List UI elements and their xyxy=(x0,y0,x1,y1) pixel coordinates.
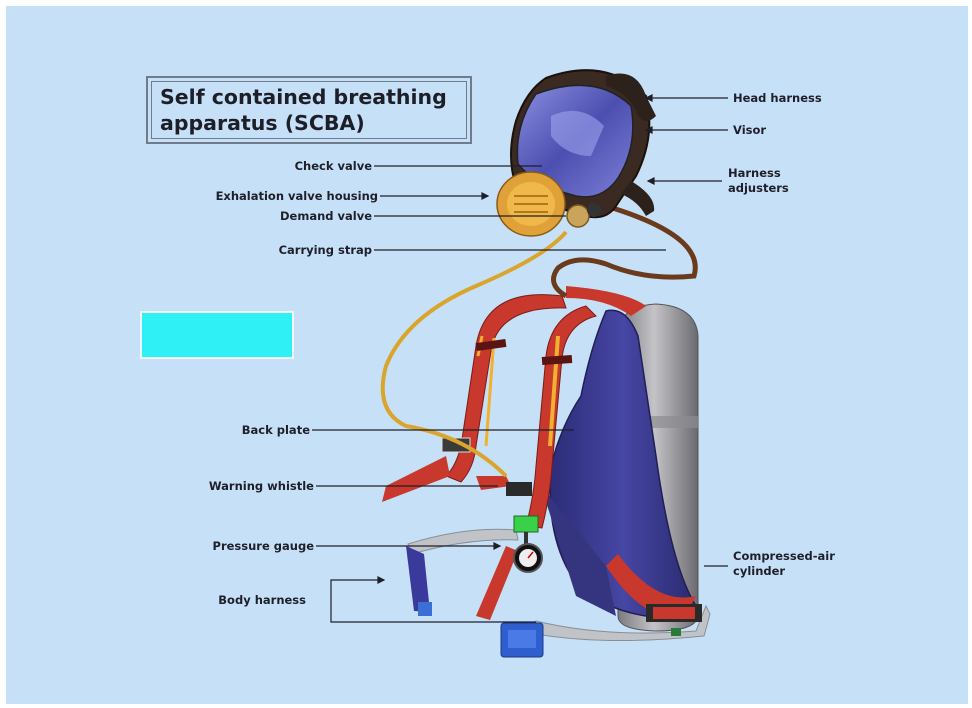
scba-illustration xyxy=(6,6,968,704)
label-demand-valve: Demand valve xyxy=(216,209,372,224)
label-head-harness: Head harness xyxy=(733,91,822,106)
label-carrying-strap: Carrying strap xyxy=(216,243,372,258)
label-visor: Visor xyxy=(733,123,766,138)
face-mask xyxy=(497,70,656,236)
label-body-harness: Body harness xyxy=(166,593,306,608)
label-back-plate: Back plate xyxy=(166,423,310,438)
label-check-valve: Check valve xyxy=(216,159,372,174)
label-harness-adjusters: Harness adjusters xyxy=(728,166,808,196)
label-warning-whistle: Warning whistle xyxy=(166,479,314,494)
label-exhalation-valve-housing: Exhalation valve housing xyxy=(156,189,378,204)
diagram-canvas: Self contained breathing apparatus (SCBA… xyxy=(6,6,968,704)
label-pressure-gauge: Pressure gauge xyxy=(166,539,314,554)
label-compressed-air-cylinder: Compressed-air cylinder xyxy=(733,549,843,579)
